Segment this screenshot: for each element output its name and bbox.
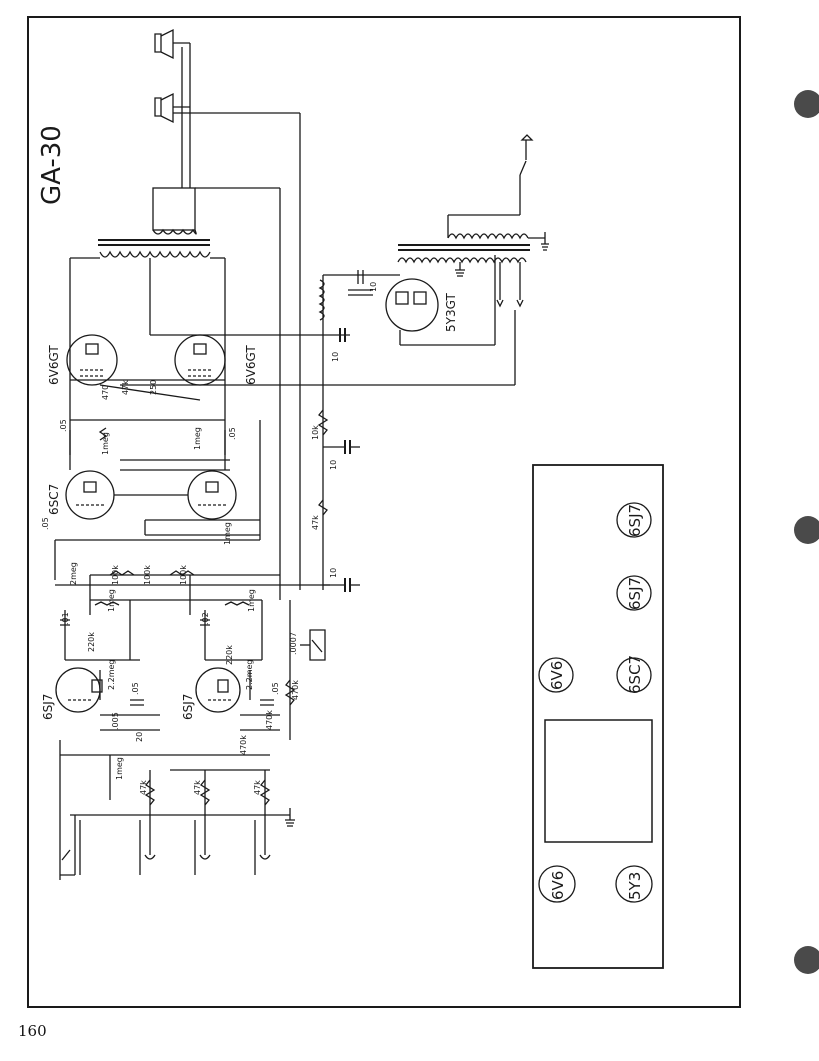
- input-jack-1: [60, 815, 76, 876]
- value-label: 470k: [239, 735, 248, 755]
- filter-choke: [318, 275, 325, 335]
- value-label: 10: [329, 460, 338, 470]
- socket-6v6-b: [538, 865, 576, 903]
- label-power-right: 6V6GT: [244, 345, 258, 385]
- binder-hole-top: [794, 90, 819, 118]
- socket-label-6v6-a: 6V6: [548, 661, 566, 690]
- value-label: 47k: [121, 380, 130, 395]
- output-transformer-primary: [99, 250, 211, 258]
- tube-5y3gt: [385, 278, 439, 332]
- value-label: 47k: [311, 515, 320, 530]
- value-label: 2.2meg: [107, 659, 116, 690]
- value-label: 250: [149, 380, 158, 395]
- value-label: 10: [331, 352, 340, 362]
- binder-hole-middle: [794, 516, 819, 544]
- page-frame: [27, 16, 741, 1008]
- value-label: .01: [61, 612, 70, 625]
- chassis-layout-box: [532, 464, 664, 969]
- value-label: 2.2meg: [245, 659, 254, 690]
- value-label: 470: [101, 385, 110, 400]
- label-phase-inverter: 6SC7: [47, 484, 61, 515]
- value-label: 100k: [111, 565, 120, 585]
- value-label: .05: [228, 427, 237, 440]
- value-label: 47k: [253, 780, 262, 795]
- value-label: .02: [201, 612, 210, 625]
- label-preamp-right: 6SJ7: [181, 694, 195, 720]
- socket-label-6v6-b: 6V6: [549, 871, 567, 900]
- socket-6sj7-b: [616, 575, 652, 611]
- schematic-wiring: [54, 28, 664, 969]
- input-jack-2: [144, 815, 156, 860]
- value-label: 10k: [311, 425, 320, 440]
- value-label: .05: [41, 517, 50, 530]
- input-jack-4: [259, 815, 271, 860]
- value-label: 10: [329, 568, 338, 578]
- binder-hole-bottom: [794, 946, 819, 974]
- value-label: 47k: [139, 780, 148, 795]
- socket-6v6-a: [538, 657, 574, 693]
- value-label: 1meg: [115, 757, 124, 780]
- label-preamp-left: 6SJ7: [41, 694, 55, 720]
- value-label: 10: [369, 282, 378, 292]
- tube-6sc7-right: [187, 470, 237, 520]
- tube-6v6gt-left: [66, 334, 118, 386]
- value-label: 47k: [193, 780, 202, 795]
- power-switch: [519, 160, 527, 176]
- value-label: 100k: [143, 565, 152, 585]
- tube-6sj7-right: [195, 667, 241, 713]
- socket-5y3: [615, 865, 653, 903]
- value-label: 100k: [179, 565, 188, 585]
- value-label: .05: [59, 419, 68, 432]
- label-rectifier: 5Y3GT: [444, 293, 458, 332]
- socket-label-6sc7: 6SC7: [626, 655, 644, 694]
- model-title: GA-30: [37, 125, 67, 205]
- page-number: 160: [18, 1022, 47, 1040]
- value-label: 1meg: [193, 427, 202, 450]
- value-label: 1meg: [107, 589, 116, 612]
- socket-label-6sj7-b: 6SJ7: [626, 577, 644, 610]
- value-label: 470k: [291, 680, 300, 700]
- value-label: 470k: [265, 710, 274, 730]
- value-label: 1meg: [101, 432, 110, 455]
- value-label: 1meg: [223, 522, 232, 545]
- value-label: 20: [135, 732, 144, 742]
- value-label: .05: [131, 682, 140, 695]
- value-label: 220k: [225, 645, 234, 665]
- value-label: .0007: [289, 632, 298, 655]
- speaker-2-icon: [154, 92, 174, 124]
- socket-label-5y3: 5Y3: [626, 872, 644, 900]
- socket-label-6sj7-a: 6SJ7: [626, 504, 644, 537]
- ground-icon: [285, 808, 295, 827]
- input-jack-3: [199, 815, 211, 860]
- tube-6sj7-left: [55, 667, 101, 713]
- component-values: .05 .05 .05 1meg 1meg 100k 2meg 1meg 100…: [41, 282, 378, 795]
- power-plug-icon: [520, 134, 534, 141]
- chassis-transformer-outline: [544, 719, 653, 843]
- power-transformer: [397, 257, 527, 264]
- value-label: 2meg: [69, 562, 78, 585]
- value-label: 220k: [87, 632, 96, 652]
- socket-6sj7-a: [616, 502, 652, 538]
- socket-6sc7: [616, 657, 652, 693]
- value-label: .05: [271, 682, 280, 695]
- label-power-left: 6V6GT: [47, 345, 61, 385]
- value-label: 1meg: [247, 589, 256, 612]
- value-label: .005: [111, 712, 120, 730]
- ground-icon: [541, 232, 549, 251]
- output-transformer-secondary: [152, 228, 197, 235]
- tube-6v6gt-right: [174, 334, 226, 386]
- input-switch: [309, 629, 326, 661]
- speaker-1-icon: [154, 28, 174, 60]
- tube-6sc7-left: [65, 470, 115, 520]
